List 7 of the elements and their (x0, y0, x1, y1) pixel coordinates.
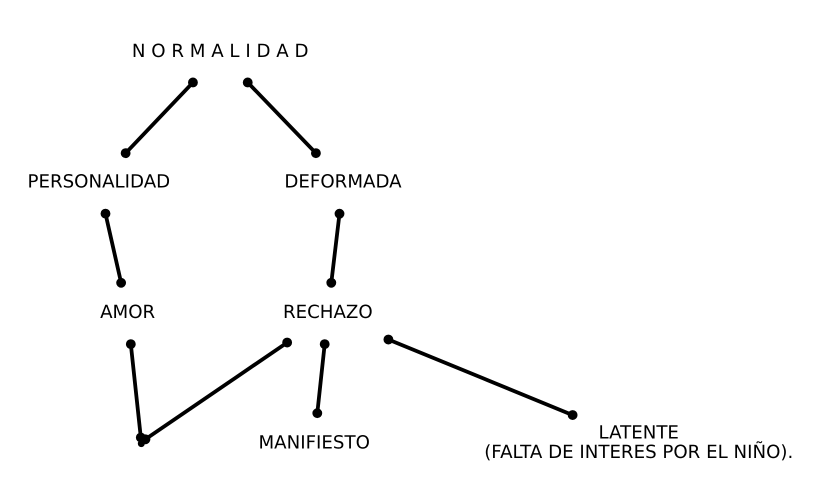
node-text: N O R M A L I D A D (132, 40, 309, 62)
node-text: DEFORMADA (284, 170, 402, 192)
node-text: AMOR (100, 301, 156, 322)
node-text: MANIFIESTO (258, 432, 370, 453)
node-text: LATENTE (FALTA DE INTERES POR EL NIÑO). (484, 422, 794, 463)
node-text: RECHAZO (282, 301, 373, 322)
node-text: PERSONALIDAD (28, 170, 170, 192)
